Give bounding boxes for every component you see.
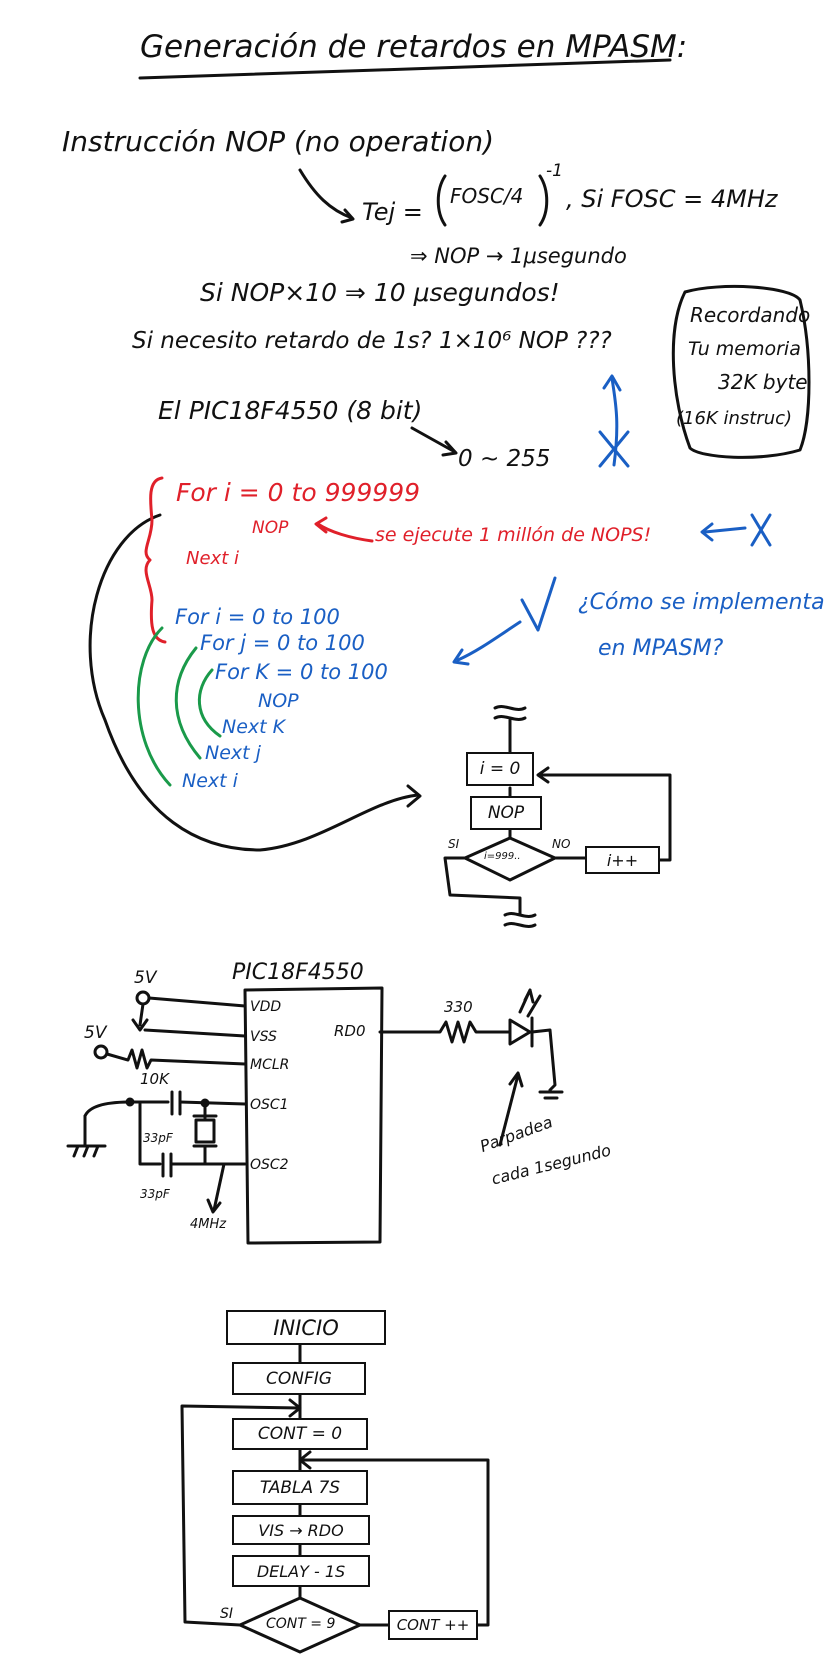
fc2-start-box: INICIO [226, 1310, 386, 1345]
memory-note-line-4: (16K instruc) [676, 408, 793, 429]
bracket-k [198, 668, 222, 738]
fc2-cont-label: CONT = 0 [257, 1424, 343, 1444]
pin-mclr: MCLR [250, 1057, 290, 1073]
fc1-nop-label: NOP [487, 803, 525, 823]
resistor-10k: 10K [140, 1070, 169, 1088]
fc1-nop-box: NOP [470, 796, 542, 830]
heading-arrow [298, 168, 354, 220]
fc2-tabla-label: TABLA 7S [259, 1477, 341, 1498]
fc2-cont-box: CONT = 0 [232, 1418, 368, 1450]
red-nop: NOP [252, 518, 289, 538]
fc2-inc-box: CONT ++ [388, 1610, 478, 1640]
nop-heading: Instrucción NOP (no operation) [62, 125, 495, 158]
cap-2-label: 33pF [140, 1187, 170, 1201]
fc2-delay-label: DELAY - 1S [256, 1561, 346, 1581]
formula-inner: FOSC/4 [450, 184, 524, 208]
memory-note-line-2: Tu memoria [688, 338, 801, 360]
fc2-inc-label: CONT ++ [396, 1616, 470, 1634]
fc2-yes: SI [220, 1606, 234, 1622]
page-title: Generación de retardos en MPASM: [140, 29, 688, 65]
red-note: se ejecute 1 millón de NOPS! [375, 524, 652, 546]
nop-times10: Si NOP×10 ⇒ 10 μsegundos! [200, 278, 560, 307]
bracket-i [136, 626, 172, 787]
fc2-start-label: INICIO [273, 1315, 339, 1340]
fc1-inc-label: i++ [606, 850, 639, 870]
pic-label: El PIC18F4550 (8 bit) [158, 396, 423, 425]
nop-result: ⇒ NOP → 1μsegundo [410, 244, 627, 268]
fc1-inc-box: i++ [585, 846, 660, 874]
fc2-decision-label: CONT = 9 [266, 1616, 336, 1632]
blue-next-k: Next K [222, 716, 286, 738]
loop-connector-curve [88, 513, 420, 852]
pin-osc1: OSC1 [250, 1097, 289, 1113]
red-for: For i = 0 to 999999 [176, 478, 421, 507]
cap-1-label: 33pF [143, 1131, 173, 1145]
blue-for-j: For j = 0 to 100 [200, 631, 365, 655]
fc2-vis-box: VIS → RDO [232, 1515, 370, 1545]
tej-label: Tej = [362, 198, 423, 226]
memory-note-line-1: Recordando [690, 303, 811, 327]
red-next: Next i [186, 548, 239, 569]
chip-label: PIC18F4550 [232, 960, 364, 985]
fc1-init-label: i = 0 [479, 759, 521, 779]
resistor-330: 330 [444, 998, 473, 1016]
fosc-condition: , Si FOSC = 4MHz [566, 185, 778, 213]
range-label: 0 ~ 255 [458, 446, 551, 472]
range-arrow [410, 426, 457, 454]
fc2-vis-label: VIS → RDO [258, 1520, 344, 1540]
fc1-decision-label: i=999.. [484, 851, 521, 862]
pin-osc2: OSC2 [250, 1157, 289, 1173]
supply-5v-2: 5V [84, 1023, 107, 1043]
blue-arrow-x [703, 526, 747, 534]
fc2-delay-box: DELAY - 1S [232, 1555, 370, 1587]
delay-question: Si necesito retardo de 1s? 1×10⁶ NOP ??? [132, 328, 612, 354]
memory-note-box [671, 285, 811, 459]
pin-vdd: VDD [250, 999, 282, 1015]
title-underline [138, 58, 672, 80]
pin-rd0: RD0 [334, 1022, 366, 1040]
fc1-no: NO [552, 837, 571, 851]
fc2-tabla-box: TABLA 7S [232, 1470, 368, 1505]
supply-5v-1: 5V [134, 968, 157, 988]
blue-for-i: For i = 0 to 100 [175, 605, 340, 629]
blue-next-i: Next i [182, 770, 238, 792]
blue-for-k: For K = 0 to 100 [215, 660, 388, 684]
bracket-j [174, 646, 202, 760]
fc1-init-box: i = 0 [466, 752, 534, 786]
pin-vss: VSS [250, 1029, 277, 1045]
formula-exponent: -1 [546, 161, 563, 181]
chip-body [243, 986, 384, 1245]
checkmark [520, 576, 557, 632]
blue-arrow-loop [456, 620, 522, 662]
fc1-yes: SI [448, 837, 460, 851]
red-arrow [316, 522, 374, 543]
blue-nop: NOP [258, 690, 299, 712]
memory-note-line-3: 32K byte [718, 370, 808, 394]
fc2-config-label: CONFIG [266, 1368, 332, 1389]
implement-question-line-2: en MPASM? [598, 636, 724, 661]
crystal-label: 4MHz [190, 1217, 227, 1232]
red-brace [144, 476, 167, 644]
implement-question-line-1: ¿Cómo se implementa [578, 590, 825, 615]
blue-next-j: Next j [205, 742, 261, 764]
fc2-config-box: CONFIG [232, 1362, 366, 1395]
